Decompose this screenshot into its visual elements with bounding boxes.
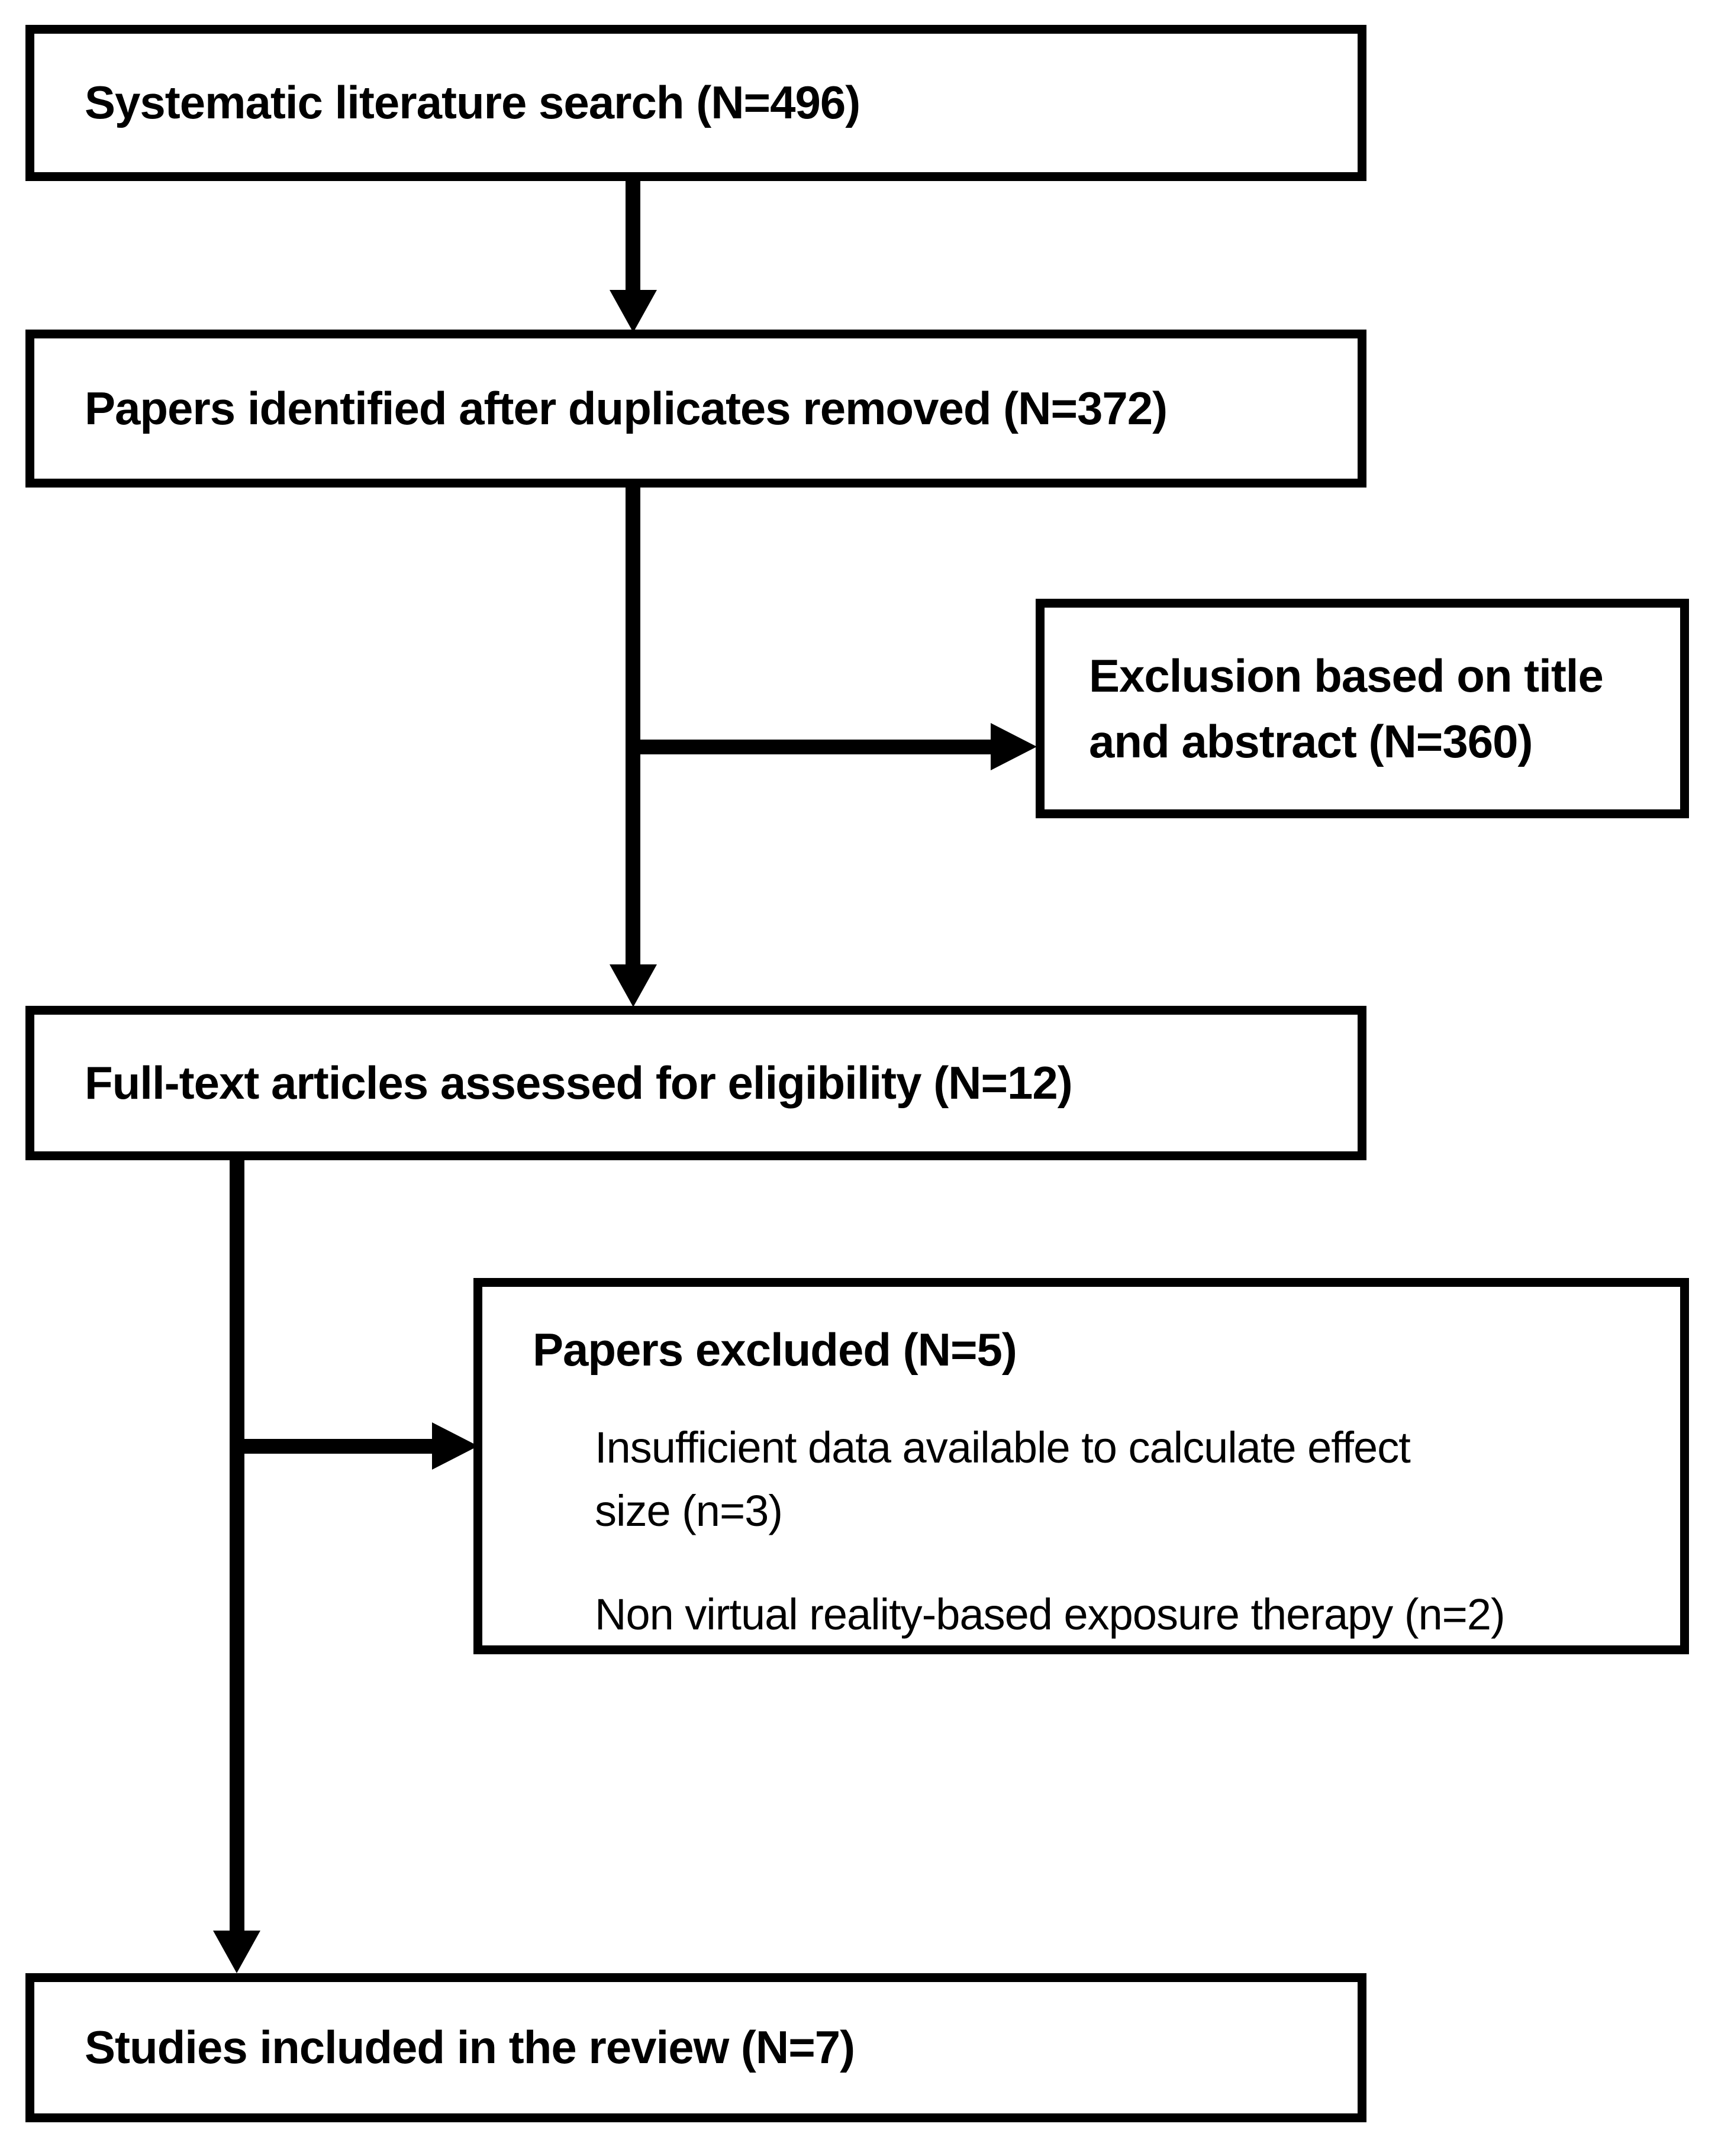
arrow-duplicates-to-fulltext-shaft — [626, 486, 640, 968]
arrow-to-exclusion-shaft — [626, 740, 992, 754]
arrow-to-exclusion-head — [991, 723, 1037, 770]
box-exclusion-title-abstract: Exclusion based on title and abstract (N… — [1036, 599, 1689, 818]
box-papers-excluded-title: Papers excluded (N=5) — [533, 1324, 1017, 1376]
box-exclusion-title-abstract-label: Exclusion based on title and abstract (N… — [1089, 649, 1604, 767]
box-papers-excluded: Papers excluded (N=5) Insufficient data … — [473, 1278, 1689, 1654]
box-duplicates-removed: Papers identified after duplicates remov… — [25, 330, 1366, 488]
papers-excluded-reason-insufficient-data: Insufficient data available to calculate… — [595, 1422, 1411, 1535]
arrow-fulltext-to-included-head — [213, 1931, 260, 1973]
box-duplicates-removed-label: Papers identified after duplicates remov… — [85, 382, 1168, 434]
arrow-duplicates-to-fulltext-head — [610, 964, 657, 1007]
arrow-to-papers-excluded-shaft — [230, 1439, 434, 1454]
arrow-search-to-duplicates-head — [610, 290, 657, 333]
box-fulltext-assessed-label: Full-text articles assessed for eligibil… — [85, 1056, 1073, 1109]
box-studies-included-label: Studies included in the review (N=7) — [85, 2021, 855, 2074]
arrow-fulltext-to-included-shaft — [230, 1158, 244, 1934]
arrow-to-papers-excluded-head — [432, 1422, 478, 1470]
arrow-search-to-duplicates-shaft — [626, 179, 640, 293]
box-systematic-search: Systematic literature search (N=496) — [25, 25, 1366, 181]
box-systematic-search-label: Systematic literature search (N=496) — [85, 76, 860, 129]
papers-excluded-reason-non-vr: Non virtual reality-based exposure thera… — [595, 1590, 1506, 1639]
box-fulltext-assessed: Full-text articles assessed for eligibil… — [25, 1006, 1366, 1160]
box-studies-included: Studies included in the review (N=7) — [25, 1973, 1366, 2122]
